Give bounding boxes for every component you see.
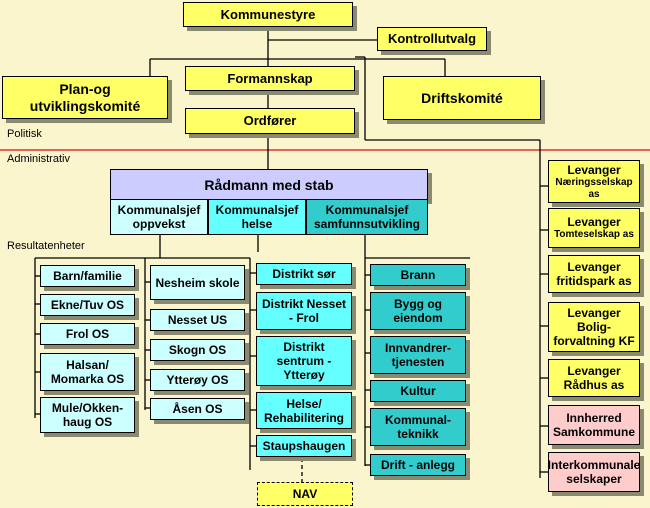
unit-kommunalteknikk[interactable]: Kommunal-teknikk [370, 408, 466, 446]
company-interkommunale-selskaper[interactable]: Interkommunale selskaper [548, 452, 640, 492]
kontrollutvalg-box[interactable]: Kontrollutvalg [377, 27, 487, 51]
company-boligforvaltning[interactable]: Levanger Bolig-forvaltning KF [548, 302, 640, 352]
kommunestyre-box[interactable]: Kommunestyre [183, 2, 353, 27]
formannskap-box[interactable]: Formannskap [185, 66, 355, 91]
radmann-box[interactable]: Rådmann med stab [110, 169, 428, 200]
unit-nesset-us[interactable]: Nesset US [150, 309, 245, 331]
unit-nesheim-skole[interactable]: Nesheim skole [150, 265, 245, 300]
nav-box[interactable]: NAV [257, 482, 353, 506]
company-line2: Bolig-forvaltning KF [553, 320, 635, 348]
company-line2: selskaper [566, 472, 622, 486]
company-line2: Samkommune [552, 425, 636, 439]
company-tomteselskap[interactable]: Levanger Tomteselskap as [548, 208, 640, 248]
unit-distrikt-sor[interactable]: Distrikt sør [256, 263, 352, 285]
company-line1: Levanger [567, 162, 621, 177]
company-radhus[interactable]: Levanger Rådhus as [548, 359, 640, 397]
unit-kultur[interactable]: Kultur [370, 380, 466, 402]
unit-staupshaugen[interactable]: Staupshaugen [256, 435, 352, 457]
label-politisk: Politisk [7, 128, 42, 140]
company-line1: Levanger [567, 306, 621, 320]
plan-utvikling-komite-box[interactable]: Plan-og utviklingskomité [2, 76, 168, 119]
unit-mule-okkenhaug-os[interactable]: Mule/Okken-haug OS [40, 397, 135, 433]
company-line2: fritidspark as [556, 274, 632, 288]
company-line2: Næringsselskap as [555, 176, 633, 200]
company-line1: Innherred [566, 411, 622, 425]
unit-barn-familie[interactable]: Barn/familie [40, 265, 135, 287]
company-naeringsselskap[interactable]: Levanger Næringsselskap as [548, 160, 640, 203]
unit-skogn-os[interactable]: Skogn OS [150, 339, 245, 361]
unit-ekne-tuv-os[interactable]: Ekne/Tuv OS [40, 294, 135, 316]
company-line2: Tomteselskap as [554, 229, 634, 240]
driftskomite-box[interactable]: Driftskomité [383, 76, 541, 120]
unit-distrikt-nesset-frol[interactable]: Distrikt Nesset - Frol [256, 292, 352, 330]
unit-halsan-momarka-os[interactable]: Halsan/ Momarka OS [40, 353, 135, 391]
unit-frol-os[interactable]: Frol OS [40, 323, 135, 345]
label-resultatenheter: Resultatenheter [7, 240, 85, 252]
label-administrativ: Administrativ [7, 153, 70, 165]
company-line1: Levanger [567, 364, 621, 378]
company-line2: Rådhus as [563, 378, 625, 392]
ordforer-box[interactable]: Ordfører [185, 108, 355, 134]
unit-asen-os[interactable]: Åsen OS [150, 398, 245, 420]
unit-ytteroy-os[interactable]: Ytterøy OS [150, 369, 245, 391]
unit-distrikt-sentrum-ytteroy[interactable]: Distrikt sentrum - Ytterøy [256, 336, 352, 386]
kommunalsjef-helse-box[interactable]: Kommunalsjef helse [208, 199, 306, 235]
unit-brann[interactable]: Brann [370, 264, 466, 286]
company-line1: Interkommunale [547, 458, 641, 472]
company-line1: Levanger [567, 215, 621, 229]
kommunalsjef-samfunnsutvikling-box[interactable]: Kommunalsjef samfunnsutvikling [306, 199, 428, 235]
unit-helse-rehabilitering[interactable]: Helse/ Rehabilitering [256, 392, 352, 429]
unit-drift-anlegg[interactable]: Drift - anlegg [370, 454, 466, 476]
company-line1: Levanger [567, 260, 621, 274]
company-fritidspark[interactable]: Levanger fritidspark as [548, 255, 640, 293]
unit-bygg-og-eiendom[interactable]: Bygg og eiendom [370, 292, 466, 330]
kommunalsjef-oppvekst-box[interactable]: Kommunalsjef oppvekst [110, 199, 208, 235]
unit-innvandrertjenesten[interactable]: Innvandrer-tjenesten [370, 336, 466, 374]
company-innherred-samkommune[interactable]: Innherred Samkommune [548, 405, 640, 445]
